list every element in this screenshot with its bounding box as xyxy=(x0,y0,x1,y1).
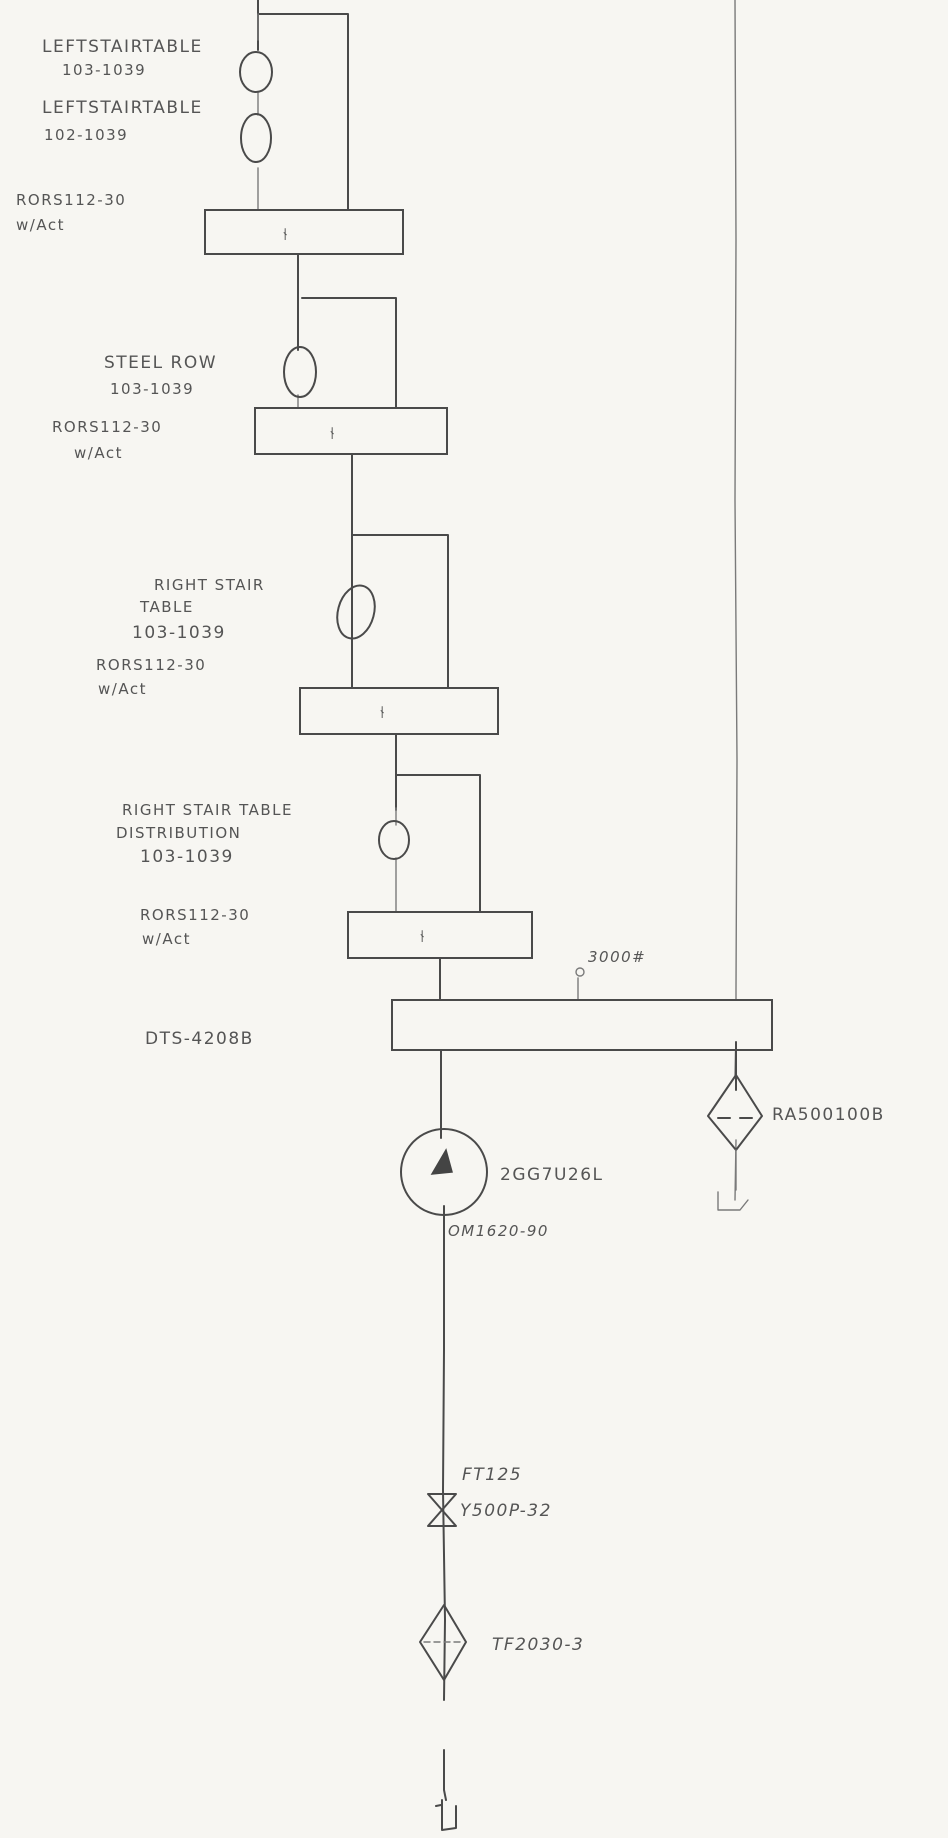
manifold-1-symbol: ⫮ xyxy=(283,225,289,245)
pressure-gauge-symbol xyxy=(575,967,585,1001)
manifold-1-part: RORS112-30 xyxy=(16,191,126,209)
left-stair-valve-2-name: LEFTSTAIRTABLE xyxy=(42,98,203,118)
manifold-4-part: RORS112-30 xyxy=(140,906,250,924)
manifold-4-symbol: ⫮ xyxy=(420,927,426,947)
right-stair-valve-name-2: TABLE xyxy=(139,598,194,616)
ball-valve-part-2: Y500P-32 xyxy=(460,1501,552,1521)
distribution-valve-name-2: DISTRIBUTION xyxy=(116,824,241,842)
steel-row-valve-name: STEEL ROW xyxy=(104,353,217,373)
ball-valve-symbol xyxy=(427,1493,457,1527)
manifold-4 xyxy=(347,911,533,959)
manifold-1 xyxy=(204,209,404,255)
manifold-3-note: w/Act xyxy=(98,680,147,698)
right-stair-distribution-valve xyxy=(378,820,410,860)
manifold-3 xyxy=(299,687,499,735)
ball-valve-part-1: FT125 xyxy=(462,1465,522,1485)
manifold-3-symbol: ⫮ xyxy=(380,703,386,723)
left-stair-valve-2 xyxy=(240,113,272,163)
steel-row-valve-number: 103-1039 xyxy=(110,380,194,398)
suction-strainer-part: TF2030-3 xyxy=(492,1635,584,1655)
right-stair-valve-name-1: RIGHT STAIR xyxy=(154,576,265,594)
distribution-valve-number: 103-1039 xyxy=(140,847,234,867)
right-stair-valve xyxy=(336,584,376,640)
manifold-2-note: w/Act xyxy=(74,444,123,462)
pump-part: 2GG7U26L xyxy=(500,1165,604,1185)
steel-row-valve xyxy=(283,346,317,398)
suction-strainer-symbol xyxy=(419,1604,467,1681)
manifold-3-part: RORS112-30 xyxy=(96,656,206,674)
main-block xyxy=(391,999,773,1051)
manifold-1-note: w/Act xyxy=(16,216,65,234)
left-stair-valve-1 xyxy=(239,51,273,93)
pump-line xyxy=(435,1049,457,1831)
left-stair-valve-1-name: LEFTSTAIRTABLE xyxy=(42,37,203,57)
pressure-gauge-value: 3000# xyxy=(588,948,646,966)
hose-part: OM1620-90 xyxy=(448,1222,549,1240)
left-stair-valve-2-number: 102-1039 xyxy=(44,126,128,144)
pump-symbol xyxy=(400,1128,488,1216)
left-stair-valve-1-number: 103-1039 xyxy=(62,61,146,79)
return-filter-symbol xyxy=(707,1041,763,1211)
manifold-2 xyxy=(254,407,448,455)
main-block-part: DTS-4208B xyxy=(145,1029,254,1049)
manifold-2-part: RORS112-30 xyxy=(52,418,162,436)
top-branch xyxy=(257,0,349,211)
branch-4 xyxy=(395,733,481,916)
right-stair-valve-number: 103-1039 xyxy=(132,623,226,643)
return-filter-part: RA500100B xyxy=(772,1105,885,1125)
manifold-2-symbol: ⫮ xyxy=(330,424,336,444)
manifold-4-note: w/Act xyxy=(142,930,191,948)
branch-3 xyxy=(351,453,449,691)
distribution-valve-name-1: RIGHT STAIR TABLE xyxy=(122,801,293,819)
